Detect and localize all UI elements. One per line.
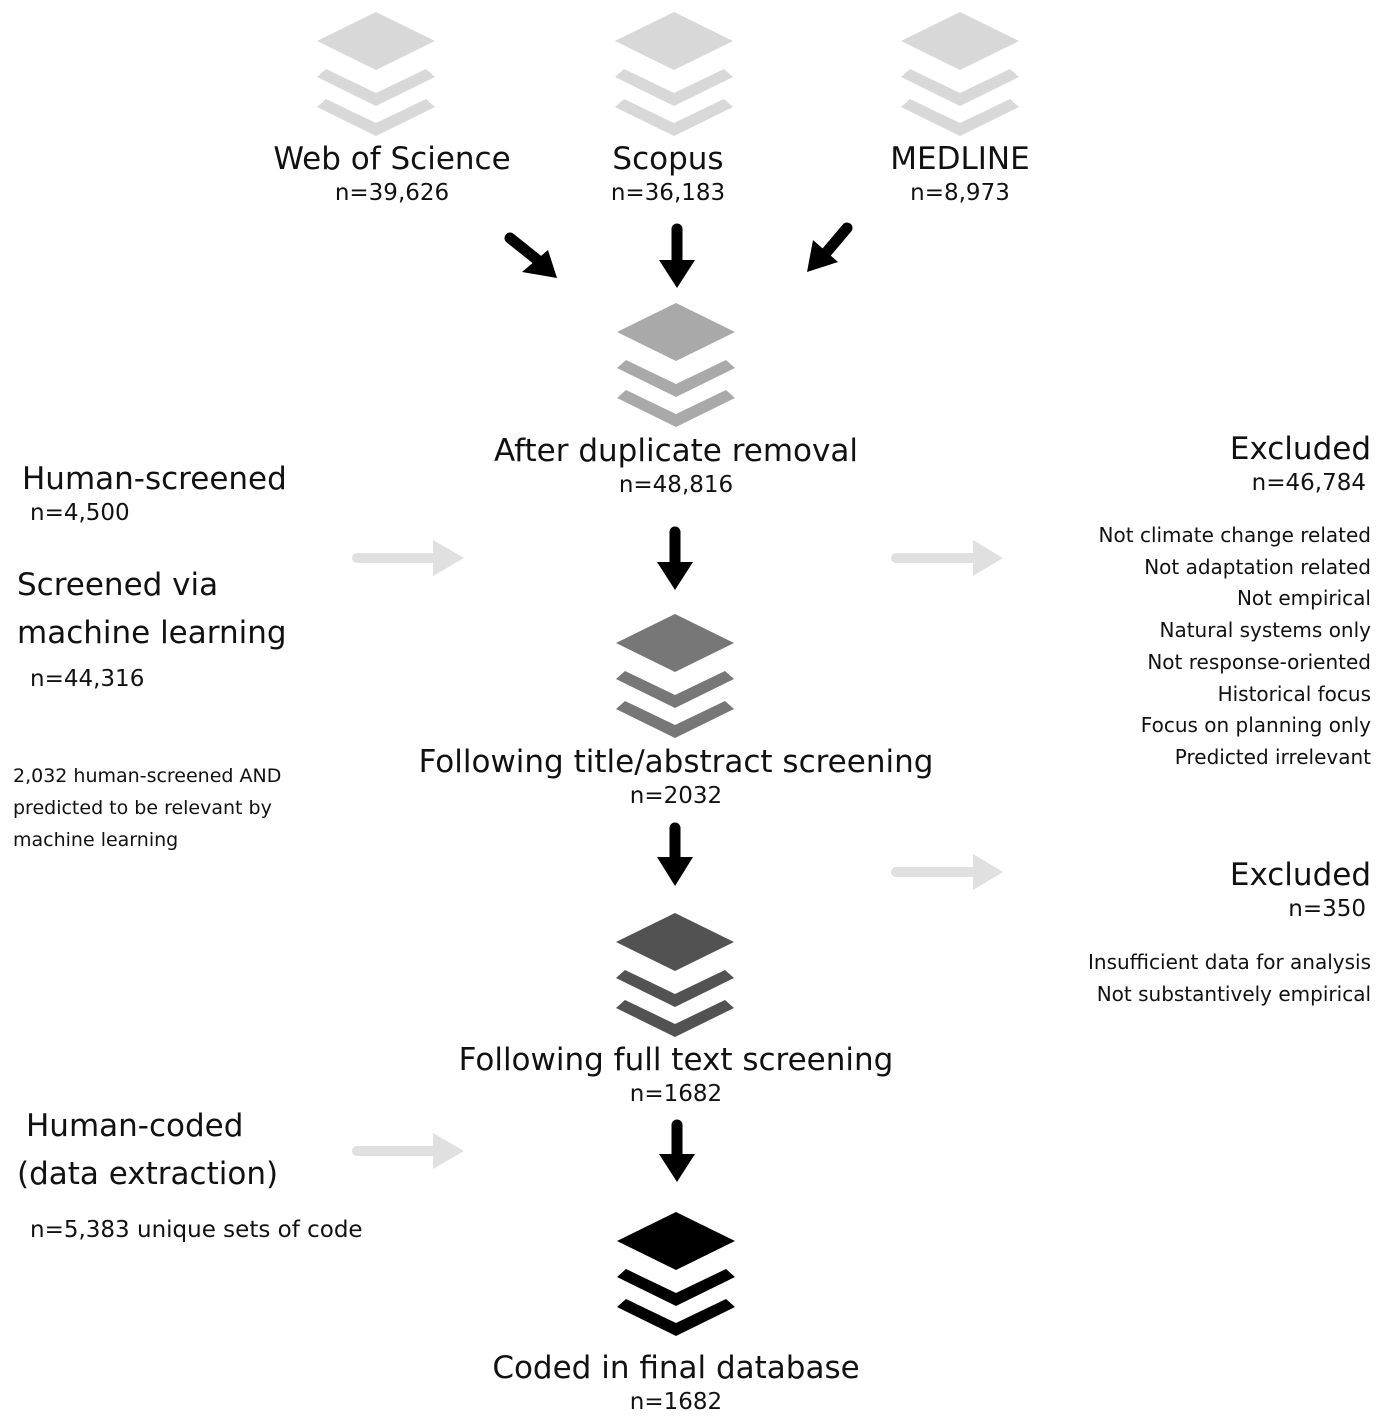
human-screened-label: Human-screened (22, 461, 287, 497)
excluded-label: Excluded (1229, 857, 1371, 893)
source-web-of-science: Web of Science n=39,626 (252, 140, 532, 208)
arrow-right-icon (352, 540, 464, 576)
overlap-note-line: machine learning (13, 829, 179, 851)
stage-label: After duplicate removal (494, 433, 858, 469)
overlap-note-line: 2,032 human-screened AND (13, 765, 282, 787)
excluded-count: n=46,784 (1251, 470, 1366, 496)
stage-count: n=1682 (629, 1389, 723, 1415)
excluded-label: Excluded (1229, 431, 1371, 467)
ml-screened-label-line2: machine learning (17, 615, 287, 651)
arrow-right-icon (891, 854, 1003, 890)
stage-label: Following full text screening (458, 1042, 894, 1078)
excluded-block-1: Excluded n=46,784 (1020, 430, 1371, 498)
layers-icon (901, 12, 1019, 136)
stage-label: Following title/abstract screening (418, 744, 934, 780)
arrow-right-icon (352, 1133, 464, 1169)
human-coded-label-line1: Human-coded (26, 1108, 244, 1144)
overlap-note: 2,032 human-screened AND predicted to be… (13, 760, 343, 856)
arrow-diagonal-icon (504, 232, 557, 278)
human-coded-count: n=5,383 unique sets of code (30, 1217, 363, 1243)
stage-count: n=48,816 (618, 472, 734, 498)
stage-duplicate-removal: After duplicate removal n=48,816 (376, 432, 976, 500)
exclusion-reason: Not substantively empirical (1096, 981, 1371, 1006)
arrow-diagonal-icon (807, 222, 853, 272)
arrow-down-icon (659, 1119, 695, 1182)
arrow-right-icon (891, 540, 1003, 576)
layers-icon (617, 1212, 735, 1336)
human-coded-note: Human-coded (data extraction) (17, 1102, 278, 1198)
excluded-count: n=350 (1288, 896, 1366, 922)
source-count: n=39,626 (334, 180, 450, 206)
source-name: Scopus (612, 141, 724, 177)
stage-final-database: Coded in final database n=1682 (376, 1349, 976, 1417)
layers-icon (616, 614, 734, 738)
ml-screened-count: n=44,316 (30, 666, 145, 692)
exclusion-reason: Not climate change related (1098, 523, 1371, 547)
arrow-down-icon (659, 223, 695, 288)
exclusion-reason: Not response-oriented (1147, 649, 1371, 674)
source-count: n=8,973 (910, 180, 1010, 206)
stage-count: n=1682 (629, 1081, 723, 1107)
arrow-down-icon (657, 822, 693, 886)
excluded-reasons-1: Not climate change related Not adaptatio… (1020, 520, 1371, 774)
stage-full-text-screening: Following full text screening n=1682 (376, 1041, 976, 1109)
source-name: MEDLINE (890, 141, 1030, 177)
exclusion-reason: Focus on planning only (1140, 713, 1371, 738)
ml-screened-label-line1: Screened via (17, 567, 219, 603)
source-medline: MEDLINE n=8,973 (840, 140, 1080, 208)
human-coded-label-line2: (data extraction) (17, 1156, 279, 1192)
source-name: Web of Science (273, 141, 511, 177)
layers-icon (317, 12, 435, 136)
overlap-note-line: predicted to be relevant by (13, 797, 272, 819)
exclusion-reason: Not adaptation related (1144, 554, 1371, 579)
stage-title-abstract-screening: Following title/abstract screening n=203… (376, 743, 976, 811)
layers-icon (616, 913, 734, 1037)
arrow-down-icon (657, 526, 693, 590)
layers-icon (615, 12, 733, 136)
human-screened-note: Human-screened n=4,500 (22, 460, 287, 528)
exclusion-reason: Natural systems only (1159, 618, 1371, 643)
excluded-reasons-2: Insufficient data for analysis Not subst… (1020, 947, 1371, 1010)
exclusion-reason: Not empirical (1236, 586, 1371, 611)
human-screened-count: n=4,500 (30, 500, 130, 526)
exclusion-reason: Insufficient data for analysis (1088, 950, 1371, 974)
exclusion-reason: Historical focus (1217, 681, 1371, 706)
excluded-block-2: Excluded n=350 (1020, 856, 1371, 924)
source-count: n=36,183 (610, 180, 726, 206)
stage-label: Coded in final database (492, 1350, 860, 1386)
ml-screened-note: Screened via machine learning (17, 561, 287, 657)
exclusion-reason: Predicted irrelevant (1174, 744, 1371, 769)
source-scopus: Scopus n=36,183 (548, 140, 788, 208)
layers-icon (617, 303, 735, 427)
stage-count: n=2032 (629, 783, 723, 809)
